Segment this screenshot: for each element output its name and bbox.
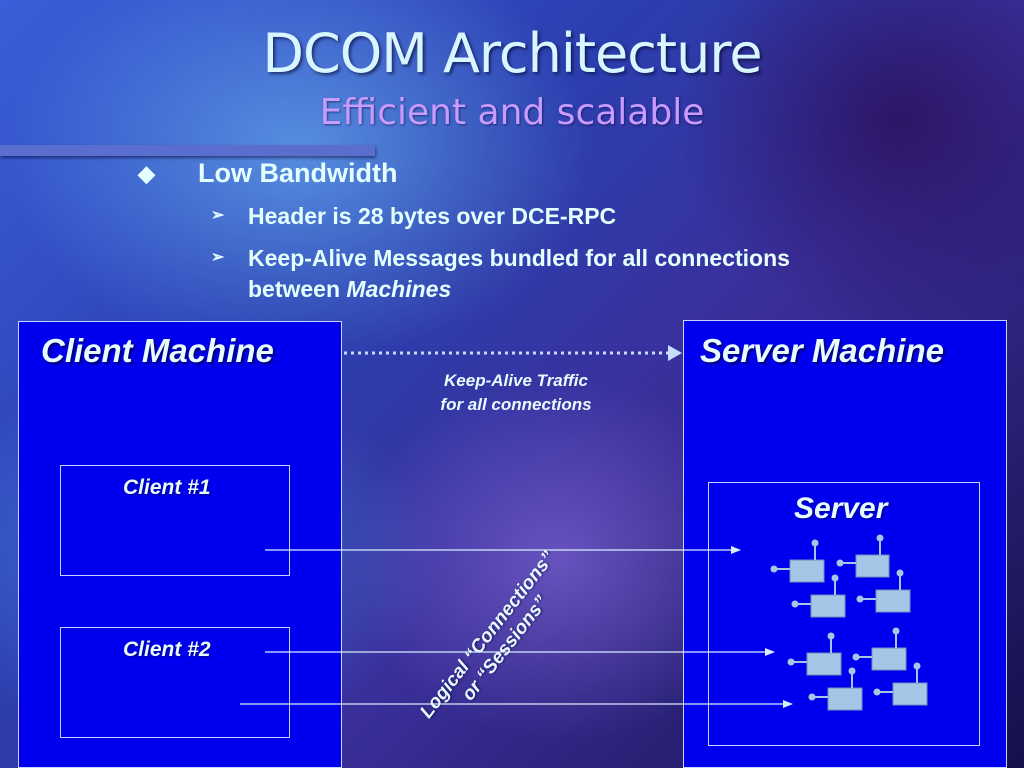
client2-label: Client #2: [123, 638, 211, 661]
arrowhead-bullet-icon: ➢: [211, 207, 225, 224]
subbullet-text-line2: between: [248, 276, 347, 302]
slide-title: DCOM Architecture: [262, 22, 762, 85]
keepalive-label-line1: Keep-Alive Traffic: [444, 371, 588, 390]
subbullet-keepalive-line2: between Machines: [248, 276, 451, 303]
com-object-icon: [873, 662, 928, 706]
client1-label: Client #1: [123, 476, 211, 499]
server-label: Server: [794, 492, 888, 525]
server-machine-title: Server Machine: [700, 332, 944, 369]
com-object-icon: [836, 534, 890, 578]
com-object-icon: [808, 667, 863, 711]
com-object-icon: [770, 539, 825, 583]
diamond-bullet-icon: ◆: [138, 161, 155, 186]
com-object-icon: [787, 632, 842, 676]
arrowhead-bullet-icon: ➢: [211, 249, 225, 266]
subbullet-text-line1: Keep-Alive Messages bundled for all conn…: [248, 245, 790, 271]
slide-subtitle: Efficient and scalable: [319, 92, 705, 133]
client2-box: [60, 627, 290, 738]
keepalive-arrowhead: [668, 345, 682, 361]
bullet-text: Low Bandwidth: [198, 158, 398, 188]
subbullet-italic-word: Machines: [346, 276, 452, 302]
com-object-icon: [852, 627, 907, 671]
title-divider: [0, 145, 375, 156]
server-box: [708, 482, 980, 746]
client-machine-box: [18, 321, 342, 768]
keepalive-label-line2: for all connections: [440, 395, 592, 414]
client1-box: [60, 465, 290, 576]
com-object-icon: [791, 574, 846, 618]
com-object-icon: [856, 569, 911, 613]
client-machine-title: Client Machine: [41, 332, 274, 369]
subbullet-text: Header is 28 bytes over DCE-RPC: [248, 203, 617, 229]
